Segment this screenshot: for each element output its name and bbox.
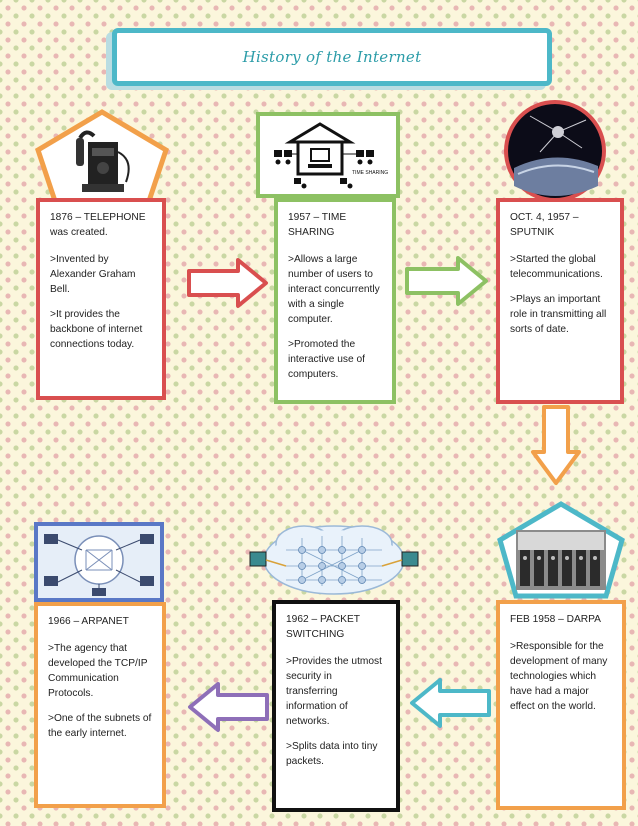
satellite-icon [529, 115, 587, 153]
darpa-pentagon [497, 501, 625, 599]
time-sharing-caption: TIME SHARING [352, 170, 388, 176]
card-heading: 1957 – TIME SHARING [288, 212, 347, 238]
card-point: >The agency that developed the TCP/IP Co… [48, 643, 148, 699]
time-sharing-icon: TIME SHARING [274, 122, 388, 189]
card-point: >Promoted the interactive use of compute… [288, 339, 366, 380]
card-heading: FEB 1958 – DARPA [510, 614, 601, 625]
card-packet-switching: 1962 – PACKET SWITCHING >Provides the ut… [272, 600, 400, 812]
computer-icon [249, 551, 267, 567]
card-point: >Provides the utmost security in transfe… [286, 656, 382, 727]
arrow-down-orange [531, 405, 581, 485]
card-arpanet: 1966 – ARPANET >The agency that develope… [34, 602, 166, 808]
card-darpa: FEB 1958 – DARPA >Responsible for the de… [496, 600, 626, 810]
arpanet-image-frame [34, 522, 164, 602]
card-point: >It provides the backbone of internet co… [50, 309, 143, 350]
card-point: >Started the global telecommunications. [510, 254, 603, 280]
card-telephone: 1876 – TELEPHONE was created. >Invented … [36, 198, 166, 400]
packet-switching-image [249, 525, 419, 595]
card-heading: 1876 – TELEPHONE was created. [50, 212, 146, 238]
title-banner: History of the Internet [112, 28, 552, 86]
card-time-sharing: 1957 – TIME SHARING >Allows a large numb… [274, 198, 396, 404]
arrow-left-purple [188, 682, 269, 732]
page-title: History of the Internet [242, 48, 422, 66]
card-point: >Splits data into tiny packets. [286, 741, 378, 767]
card-point: >Responsible for the development of many… [510, 641, 608, 712]
sputnik-image [504, 100, 606, 202]
arrow-left-teal [410, 678, 491, 728]
computer-icon [401, 551, 419, 567]
card-heading: OCT. 4, 1957 – SPUTNIK [510, 212, 579, 238]
arpanet-network-icon [38, 526, 160, 598]
card-point: >One of the subnets of the early interne… [48, 713, 152, 739]
card-sputnik: OCT. 4, 1957 – SPUTNIK >Started the glob… [496, 198, 624, 404]
card-heading: 1966 – ARPANET [48, 616, 129, 627]
telephone-icon [76, 130, 130, 192]
card-point: >Allows a large number of users to inter… [288, 254, 380, 325]
arrow-right-red [187, 258, 268, 308]
card-point: >Plays an important role in transmitting… [510, 294, 607, 335]
telephone-pentagon [34, 109, 170, 207]
card-point: >Invented by Alexander Graham Bell. [50, 254, 136, 295]
card-heading: 1962 – PACKET SWITCHING [286, 614, 360, 640]
time-sharing-image-frame: TIME SHARING [256, 112, 400, 198]
computer-room-icon [516, 530, 606, 590]
arrow-right-green [405, 256, 488, 306]
